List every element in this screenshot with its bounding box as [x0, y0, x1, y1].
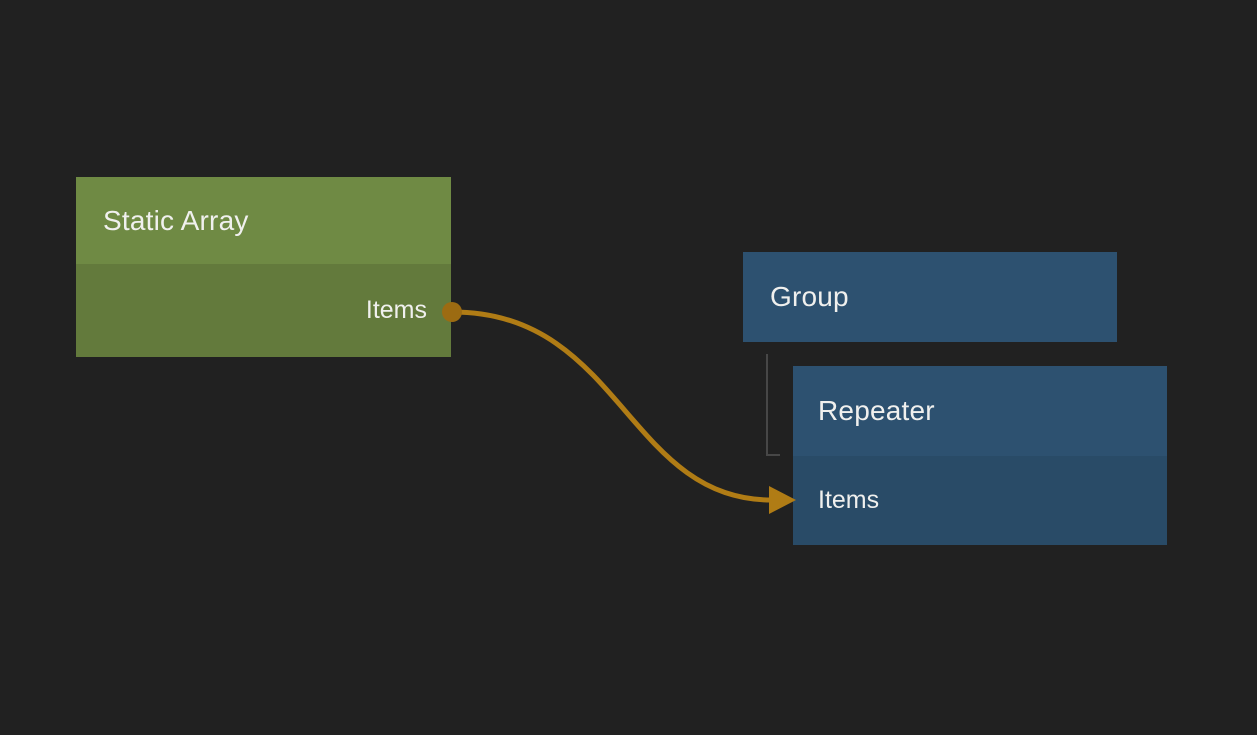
output-port-label: Items [365, 296, 427, 324]
node-repeater[interactable]: Repeater Items [793, 366, 1167, 545]
node-repeater-items-row[interactable]: Items [793, 456, 1167, 545]
node-static-array-items-row[interactable]: Items [76, 264, 451, 357]
node-title: Repeater [818, 395, 935, 426]
node-group[interactable]: Group [743, 252, 1117, 342]
connection-arrowhead-icon [769, 486, 796, 514]
connection-wire [451, 309, 773, 503]
node-repeater-header[interactable]: Repeater [793, 366, 1167, 456]
node-group-header[interactable]: Group [743, 252, 1117, 342]
node-title: Static Array [103, 204, 249, 236]
node-static-array[interactable]: Static Array Items [76, 177, 451, 357]
node-static-array-header[interactable]: Static Array [76, 177, 451, 264]
node-title: Group [770, 281, 849, 312]
input-port-label: Items [818, 486, 880, 514]
group-repeater-tree-line [766, 354, 780, 456]
